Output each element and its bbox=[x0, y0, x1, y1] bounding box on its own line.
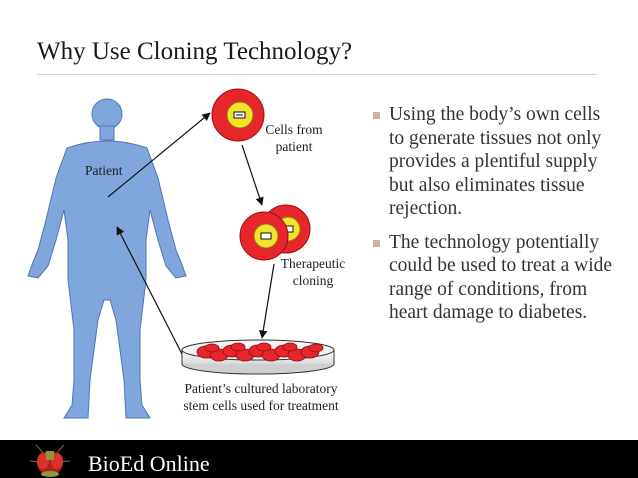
footer-bar: BioEd Online bbox=[0, 440, 638, 478]
bioed-fly-logo-icon bbox=[29, 444, 71, 477]
bullet-item: The technology potentially could be used… bbox=[373, 231, 613, 325]
patient-label: Patient bbox=[85, 163, 123, 178]
slide-title: Why Use Cloning Technology? bbox=[37, 38, 353, 65]
footer-brand: BioEd Online bbox=[88, 451, 210, 476]
petri-dish-icon bbox=[181, 339, 335, 375]
square-bullet-icon bbox=[373, 112, 380, 119]
cultured-label-line2: stem cells used for treatment bbox=[183, 398, 339, 413]
cloned-cells-icon bbox=[239, 204, 311, 261]
cells-label-line2: patient bbox=[275, 139, 313, 154]
cultured-stem-cells-label: Patient’s cultured laboratory stem cells… bbox=[168, 380, 354, 414]
therapeutic-cloning-label: Therapeutic cloning bbox=[275, 255, 351, 289]
cells-label-line1: Cells from bbox=[265, 122, 323, 137]
bullet-text: The technology potentially could be used… bbox=[389, 231, 613, 324]
title-divider bbox=[37, 74, 597, 75]
patient-cell-icon bbox=[211, 88, 265, 142]
process-arrows bbox=[107, 112, 275, 355]
bullet-list: Using the body’s own cells to generate t… bbox=[373, 103, 613, 335]
therapeutic-label-line2: cloning bbox=[292, 273, 334, 288]
therapeutic-label-line1: Therapeutic bbox=[280, 256, 346, 271]
cells-from-patient-label: Cells from patient bbox=[258, 121, 330, 155]
bullet-item: Using the body’s own cells to generate t… bbox=[373, 103, 613, 221]
human-figure-icon bbox=[27, 98, 187, 419]
square-bullet-icon bbox=[373, 239, 380, 247]
bullet-text: Using the body’s own cells to generate t… bbox=[389, 104, 602, 219]
cultured-label-line1: Patient’s cultured laboratory bbox=[184, 381, 338, 396]
